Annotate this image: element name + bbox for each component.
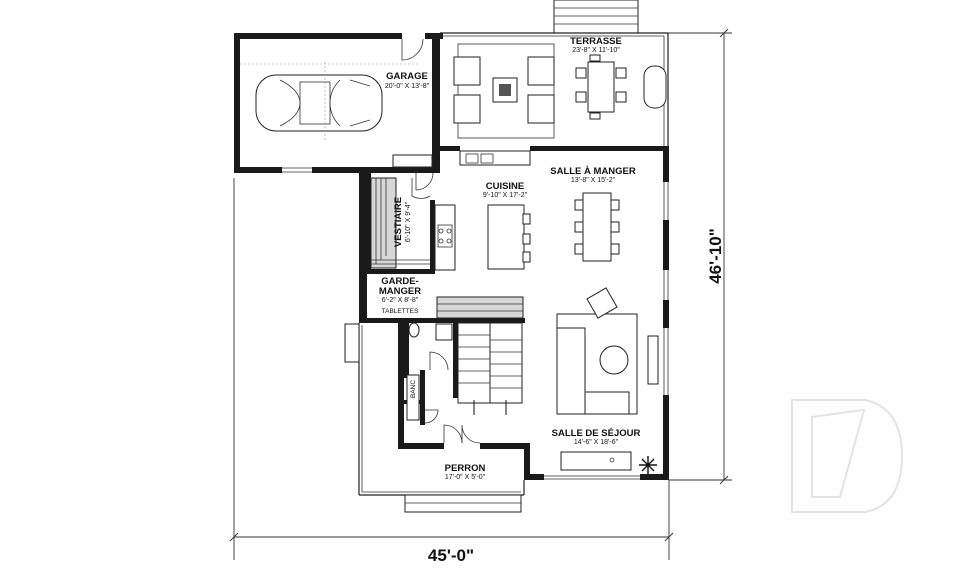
perron-label: PERRON xyxy=(445,463,486,474)
garage-dims: 20'-0" X 13'-8" xyxy=(385,83,430,90)
living-room-sofa xyxy=(556,287,638,415)
cuisine-label: CUISINE xyxy=(486,181,525,192)
garage-label: GARAGE xyxy=(386,71,428,82)
garde-manger-label-2: MANGER xyxy=(379,286,421,297)
watermark-logo xyxy=(791,399,904,513)
vestiaire-label: VESTIAIRE xyxy=(393,197,404,247)
terrasse-label: TERRASSE xyxy=(570,36,622,47)
salle-de-sejour-label: SALLE DE SÉJOUR xyxy=(552,428,641,439)
kitchen-garage-door xyxy=(392,154,434,191)
terrasse-dims: 23'-8" X 11'-10" xyxy=(572,47,620,54)
depth-dimension: 46'-10" xyxy=(706,228,725,284)
width-dimension: 45'-0" xyxy=(428,546,474,565)
tablettes-label: TABLETTES xyxy=(382,308,419,315)
exterior-walls xyxy=(234,33,669,480)
vestiaire-dims: 6'-10" X 9'-4" xyxy=(405,201,412,242)
garde-manger-dims: 6'-2" X 8'-8" xyxy=(382,297,419,304)
kitchen-counters xyxy=(434,150,531,271)
vestiaire-closet xyxy=(370,177,431,269)
plant-icon xyxy=(639,456,657,474)
cuisine-dims: 9'-10" X 17'-2" xyxy=(483,192,528,199)
salle-a-manger-dims: 13'-8" X 15'-2" xyxy=(571,177,616,184)
main-stairs xyxy=(436,296,524,415)
terrasse-outline xyxy=(440,32,669,146)
deck-stairs xyxy=(553,0,639,34)
entry-doors xyxy=(406,374,481,444)
salle-a-manger-label: SALLE À MANGER xyxy=(550,166,636,177)
dimension-line-depth xyxy=(668,28,732,485)
car-icon xyxy=(240,62,420,140)
powder-room xyxy=(408,322,453,371)
salle-de-sejour-dims: 14'-6" X 18'-6" xyxy=(574,439,619,446)
garage-door-swing xyxy=(401,38,424,61)
dimension-line-width xyxy=(229,178,674,560)
east-windows xyxy=(282,167,669,480)
fireplace xyxy=(560,335,659,471)
banc-label: BANC xyxy=(410,380,417,398)
dining-table xyxy=(574,192,620,262)
garde-manger-label-1: GARDE- xyxy=(381,276,418,287)
terrasse-lounge-set xyxy=(453,43,555,139)
terrasse-dining-set xyxy=(575,54,667,120)
perron-dims: 17'-0" X 5'-0" xyxy=(445,474,486,481)
perron-porch xyxy=(344,323,525,513)
